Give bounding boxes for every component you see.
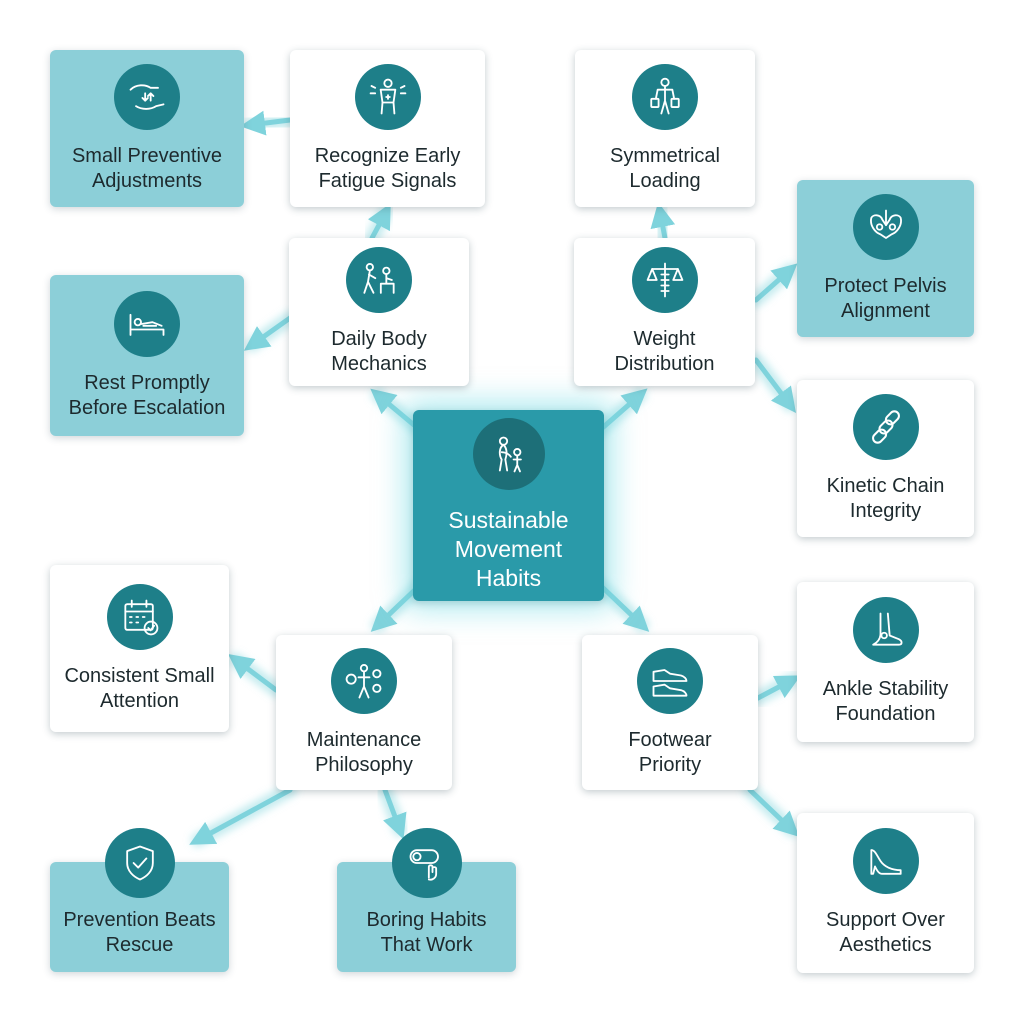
person-bags-icon — [632, 63, 698, 130]
node-label: Maintenance Philosophy — [306, 728, 422, 776]
high-heel-icon — [852, 828, 919, 894]
node-label: Kinetic Chain Integrity — [826, 474, 945, 522]
connector-recognize-to-small-preventive — [240, 110, 293, 136]
shield-check-icon — [105, 828, 175, 898]
node-label: Consistent Small Attention — [64, 664, 215, 712]
node-kinetic-chain-integrity: Kinetic Chain Integrity — [797, 380, 974, 537]
node-label: Daily Body Mechanics — [331, 328, 427, 375]
center-node-sustainable-movement-habits: Sustainable Movement Habits — [413, 410, 604, 601]
node-protect-pelvis-alignment: Protect Pelvis Alignment — [797, 180, 974, 337]
connector-center-to-weight-distribution — [597, 388, 648, 433]
connector-daily-to-rest-promptly — [243, 315, 293, 351]
scale-spine-icon — [631, 247, 698, 313]
node-label: Protect Pelvis Alignment — [824, 274, 947, 322]
connector-weight-to-symmetrical-loading — [650, 202, 676, 241]
gears-body-icon — [331, 647, 397, 714]
ankle-foot-icon — [852, 597, 919, 663]
node-label: Weight Distribution — [614, 328, 715, 375]
connector-footwear-to-support-over-aesthetics — [747, 787, 800, 837]
node-label: Prevention Beats Rescue — [63, 909, 216, 956]
node-label: Ankle Stability Foundation — [822, 678, 949, 725]
connector-maintenance-to-consistent-attention — [228, 654, 279, 693]
node-label: Recognize Early Fatigue Signals — [314, 144, 461, 192]
node-recognize-early-fatigue-signals: Recognize Early Fatigue Signals — [290, 50, 485, 207]
connector-daily-to-recognize-fatigue — [367, 203, 391, 241]
node-label: Support Over Aesthetics — [826, 909, 945, 956]
node-rest-promptly-before-escalation: Rest Promptly Before Escalation — [50, 275, 244, 436]
node-label: Footwear Priority — [628, 728, 712, 776]
connector-center-to-footwear-priority — [597, 582, 650, 632]
node-label: Boring Habits That Work — [366, 909, 487, 956]
node-support-over-aesthetics: Support Over Aesthetics — [797, 813, 974, 973]
node-label: Symmetrical Loading — [609, 144, 720, 192]
shoes-icon — [637, 647, 703, 714]
calendar-check-icon — [106, 583, 173, 650]
pelvis-icon — [852, 193, 919, 260]
body-mechanics-icon — [346, 247, 412, 313]
node-symmetrical-loading: Symmetrical Loading — [575, 50, 755, 207]
rest-bed-icon — [114, 290, 180, 357]
node-consistent-small-attention: Consistent Small Attention — [50, 565, 229, 732]
center-label: Sustainable Movement Habits — [448, 507, 569, 591]
chain-icon — [852, 393, 919, 460]
parent-child-icon — [472, 418, 545, 490]
node-small-preventive-adjustments: Small Preventive Adjustments — [50, 50, 244, 207]
node-ankle-stability-foundation: Ankle Stability Foundation — [797, 582, 974, 742]
connector-weight-to-kinetic-chain — [753, 357, 797, 413]
connector-footwear-to-ankle-stability — [755, 675, 801, 701]
connector-maintenance-to-boring-habits — [382, 787, 407, 840]
node-daily-body-mechanics: Daily Body Mechanics — [289, 238, 469, 386]
fatigue-body-icon — [354, 63, 421, 130]
node-weight-distribution: Weight Distribution — [574, 238, 755, 386]
node-maintenance-philosophy: Maintenance Philosophy — [276, 635, 452, 790]
node-footwear-priority: Footwear Priority — [582, 635, 758, 790]
node-label: Small Preventive Adjustments — [71, 144, 223, 192]
node-prevention-beats-rescue: Prevention Beats Rescue — [50, 862, 229, 972]
connector-weight-to-protect-pelvis — [753, 263, 798, 303]
toggle-hand-icon — [392, 828, 462, 898]
connector-maintenance-to-prevention-rescue — [189, 787, 293, 845]
hands-adjust-icon — [114, 63, 180, 130]
node-label: Rest Promptly Before Escalation — [68, 371, 226, 419]
